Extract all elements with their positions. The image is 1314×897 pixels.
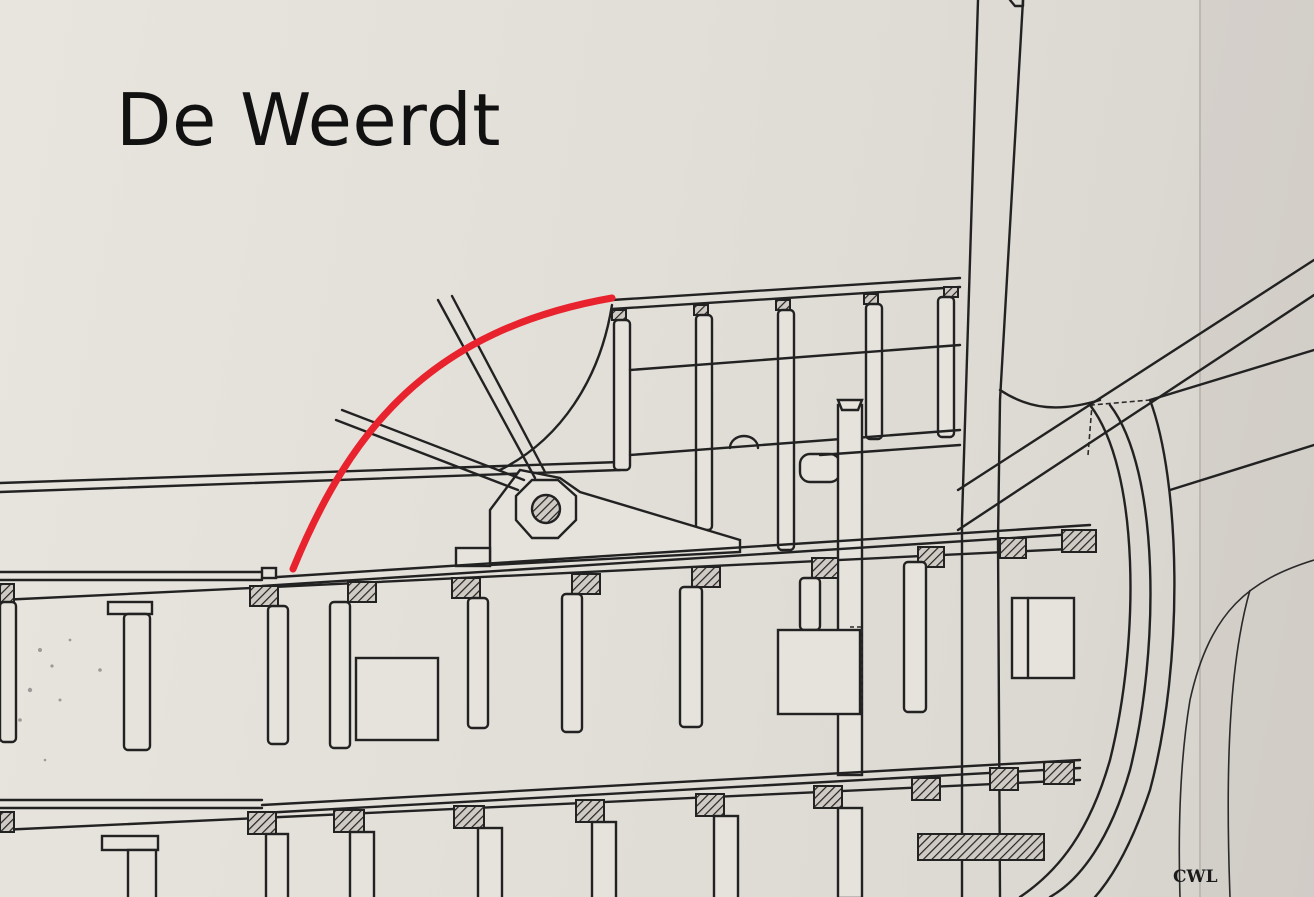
- main-deck-beams: [0, 529, 1097, 752]
- capstan-with-bars: [334, 294, 742, 568]
- main-deck: [0, 523, 1092, 602]
- paper-stains: [18, 638, 102, 762]
- capstan-post: [818, 398, 962, 777]
- highlight-curve: [289, 294, 616, 573]
- hull-frame: [956, 258, 1314, 897]
- mast: [960, 0, 1025, 897]
- lower-deck: [0, 758, 1082, 897]
- paper-fold-shade: [1200, 0, 1314, 897]
- artist-credit: CWL: [1173, 867, 1218, 887]
- drawing-title: De Weerdt: [116, 78, 501, 162]
- upper-stanchions: [611, 286, 962, 552]
